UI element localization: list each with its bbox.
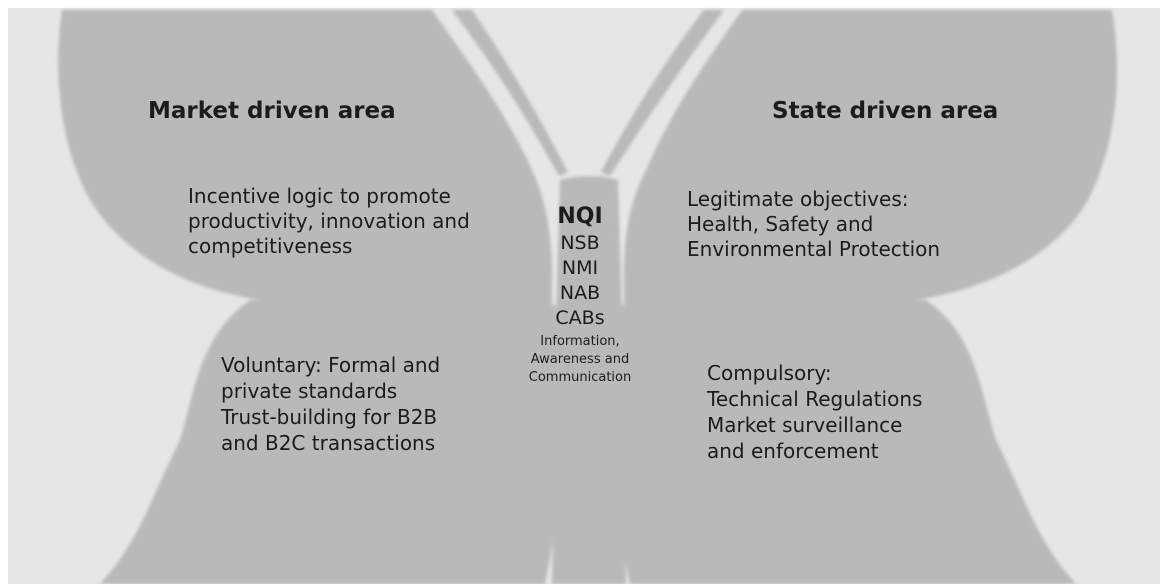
institution-nsb: NSB	[560, 232, 600, 254]
voluntary-line: Voluntary: Formal and	[221, 353, 441, 377]
market-driven-heading: Market driven area	[148, 98, 396, 124]
incentive-line: competitiveness	[188, 234, 353, 258]
footer-line: Communication	[528, 370, 632, 385]
right-lower-wing	[616, 300, 1076, 584]
objectives-line: Health, Safety and	[687, 212, 874, 236]
incentive-line: Incentive logic to promote	[188, 184, 451, 208]
right-antenna	[601, 10, 724, 176]
incentive-logic-text: Incentive logic to promote productivity,…	[188, 184, 470, 259]
incentive-line: productivity, innovation and	[188, 209, 470, 233]
footer-line: Awareness and	[530, 352, 630, 367]
nqi-center-column: NQI NSB NMI NAB CABs Information, Awaren…	[505, 203, 655, 387]
butterfly-body	[552, 176, 626, 584]
information-awareness-communication: Information, Awareness and Communication	[505, 333, 655, 387]
compulsory-line: Technical Regulations	[707, 387, 923, 411]
left-antenna	[452, 10, 568, 176]
compulsory-regulations-text: Compulsory: Technical Regulations Market…	[707, 360, 922, 464]
institution-nmi: NMI	[561, 257, 599, 279]
voluntary-line: and B2C transactions	[221, 431, 436, 455]
state-driven-heading: State driven area	[772, 98, 999, 124]
legitimate-objectives-text: Legitimate objectives: Health, Safety an…	[687, 187, 940, 262]
voluntary-line: private standards	[221, 379, 398, 403]
institution-nab: NAB	[559, 282, 601, 304]
compulsory-line: Compulsory:	[707, 361, 832, 385]
left-upper-wing	[58, 10, 553, 314]
nqi-title: NQI	[557, 204, 603, 229]
objectives-line: Legitimate objectives:	[687, 187, 909, 211]
left-lower-wing	[100, 300, 560, 584]
voluntary-line: Trust-building for B2B	[221, 405, 438, 429]
institution-cabs: CABs	[555, 307, 605, 329]
compulsory-line: and enforcement	[707, 439, 879, 463]
right-upper-wing	[624, 10, 1118, 314]
voluntary-standards-text: Voluntary: Formal and private standards …	[221, 352, 440, 456]
compulsory-line: Market surveillance	[707, 413, 903, 437]
objectives-line: Environmental Protection	[687, 237, 941, 261]
footer-line: Information,	[540, 334, 620, 349]
